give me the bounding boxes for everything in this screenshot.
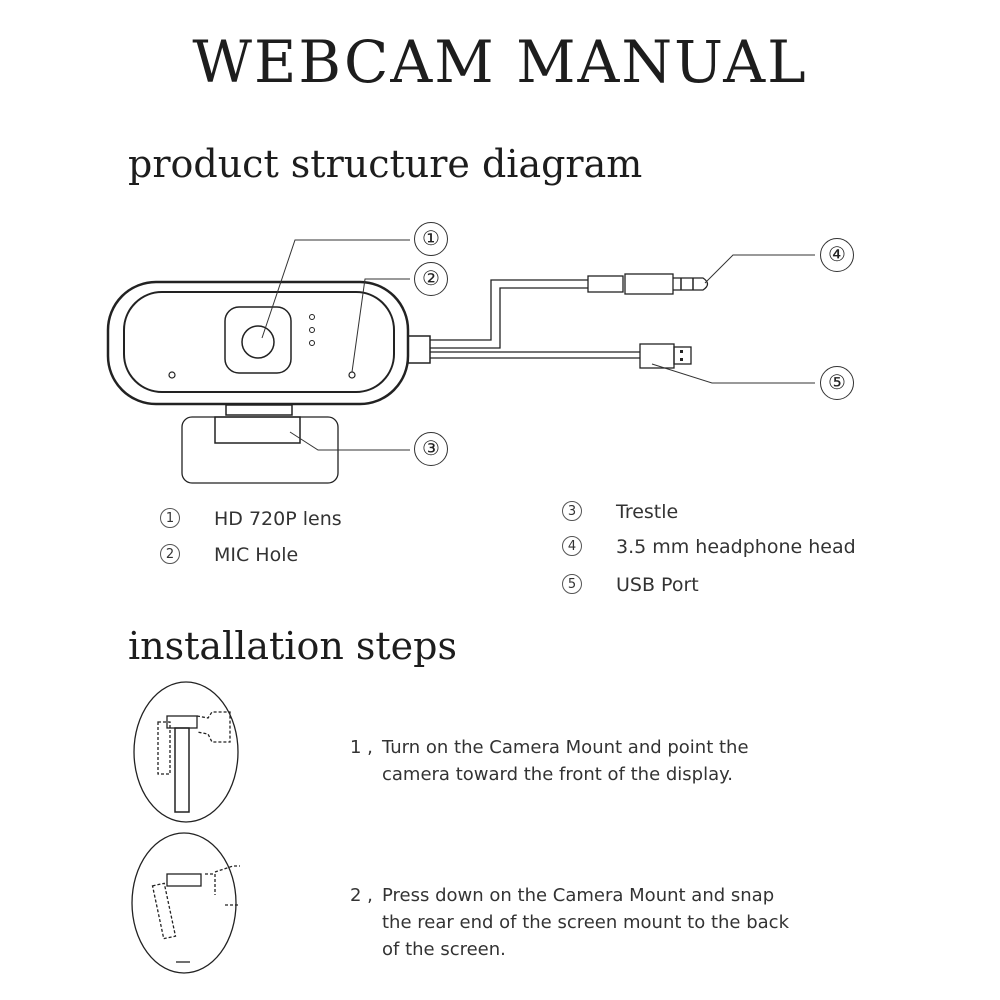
legend-item-mic: 2 MIC Hole — [160, 543, 299, 566]
step-line: camera toward the front of the display. — [382, 764, 733, 785]
document-title: WEBCAM MANUAL — [192, 28, 808, 96]
legend-item-usb: 5 USB Port — [562, 573, 699, 596]
section-heading-structure: product structure diagram — [128, 142, 643, 186]
step-line: 2 ,Press down on the Camera Mount and sn… — [350, 885, 775, 906]
lens-icon — [241, 325, 275, 359]
lens-housing — [224, 306, 292, 374]
step-1: 1 ,Turn on the Camera Mount and point th… — [350, 734, 749, 788]
legend-item-headphone: 4 3.5 mm headphone head — [562, 535, 856, 558]
callout-3: ③ — [414, 432, 448, 466]
callout-4: ④ — [820, 238, 854, 272]
legend-number: 1 — [160, 507, 180, 528]
step-line: the rear end of the screen mount to the … — [382, 912, 789, 933]
callout-2: ② — [414, 262, 448, 296]
legend-label: HD 720P lens — [214, 508, 342, 530]
legend-number: 5 — [562, 573, 582, 594]
webcam-body-inner — [123, 291, 395, 393]
legend-number: 2 — [160, 543, 180, 564]
section-heading-installation: installation steps — [128, 624, 457, 668]
step-2: 2 ,Press down on the Camera Mount and sn… — [350, 882, 789, 963]
mic-hole-right — [348, 371, 356, 379]
callout-5: ⑤ — [820, 366, 854, 400]
step-line: of the screen. — [382, 939, 506, 960]
trestle — [181, 416, 339, 484]
webcam-body-outer — [106, 280, 410, 406]
legend-label: Trestle — [616, 501, 679, 523]
callout-1: ① — [414, 222, 448, 256]
mic-hole-left — [168, 371, 176, 379]
legend-item-lens: 1 HD 720P lens — [160, 507, 342, 530]
usb-plug — [639, 343, 675, 369]
legend-label: USB Port — [616, 574, 699, 596]
legend-number: 4 — [562, 535, 582, 556]
legend-number: 3 — [562, 500, 582, 521]
legend-label: MIC Hole — [214, 544, 299, 566]
step-line: 1 ,Turn on the Camera Mount and point th… — [350, 737, 749, 758]
legend-label: 3.5 mm headphone head — [616, 536, 856, 558]
step-2-illustration — [131, 832, 237, 974]
audio-jack — [673, 277, 709, 291]
step-1-illustration — [133, 681, 239, 823]
legend-item-trestle: 3 Trestle — [562, 500, 679, 523]
